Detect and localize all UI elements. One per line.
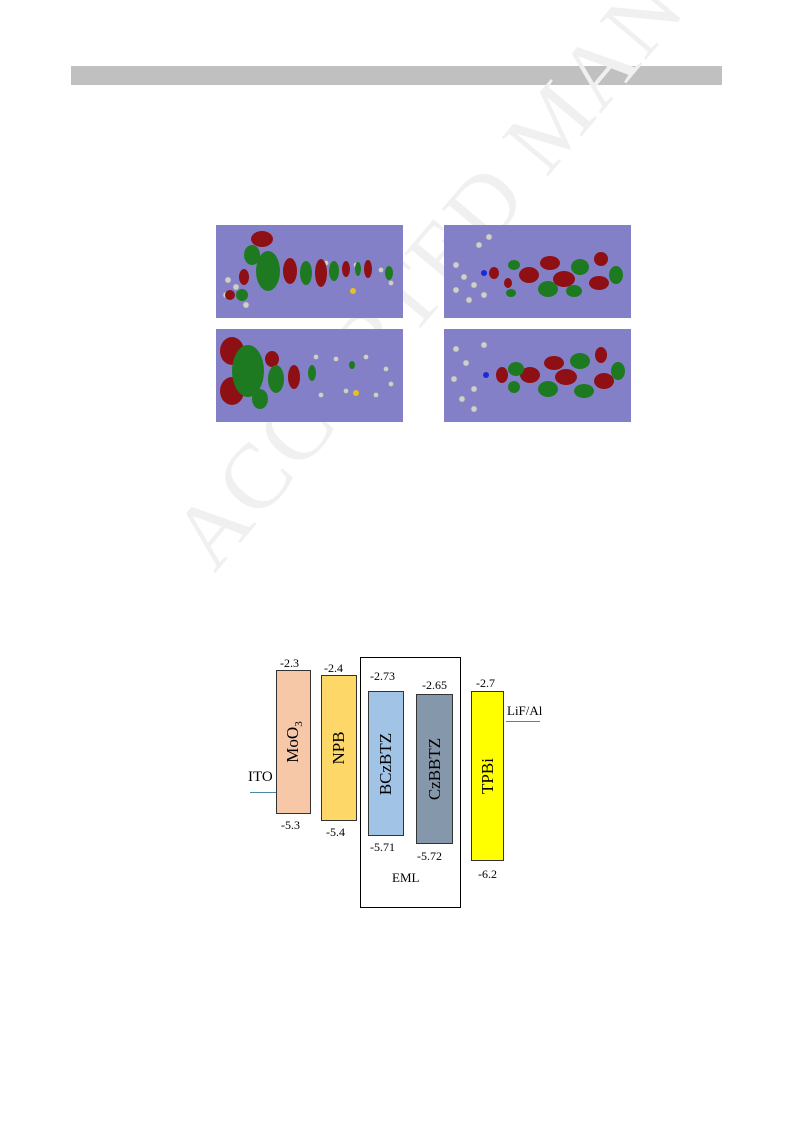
bczbtz-label: BCzBTZ <box>376 732 395 795</box>
eml-label: EML <box>392 870 420 885</box>
orbital-svg-bottom-right <box>450 341 625 413</box>
npb-homo: -5.4 <box>326 825 345 839</box>
npb-lumo: -2.4 <box>324 661 343 675</box>
tpbi-label: TPBi <box>477 758 497 794</box>
orbital-svg-top-right <box>452 233 623 304</box>
cathode-label: LiF/Al <box>507 703 543 718</box>
orbital-image-top-right <box>444 225 631 318</box>
czbbtz-homo: -5.72 <box>417 849 442 863</box>
czbbtz-lumo: -2.65 <box>422 678 447 692</box>
bczbtz-homo: -5.71 <box>370 840 395 854</box>
bczbtz-bar: BCzBTZ <box>368 691 404 836</box>
ito-line <box>250 792 276 793</box>
orbital-image-top-left <box>216 225 403 318</box>
tpbi-lumo: -2.7 <box>476 676 495 690</box>
moo3-homo: -5.3 <box>281 818 300 832</box>
orbital-image-bottom-right <box>444 329 631 422</box>
moo3-lumo: -2.3 <box>280 656 299 670</box>
npb-bar: NPB <box>321 675 357 821</box>
eml-box <box>360 657 461 908</box>
czbbtz-label: CzBBTZ <box>424 737 444 801</box>
tpbi-homo: -6.2 <box>478 867 497 881</box>
header-bar <box>71 66 722 85</box>
orbital-image-bottom-left <box>216 329 403 422</box>
cathode-line <box>506 721 540 722</box>
bczbtz-lumo: -2.73 <box>370 669 395 683</box>
czbbtz-bar: CzBBTZ <box>416 694 453 844</box>
orbital-svg-bottom-left <box>220 337 394 409</box>
npb-label: NPB <box>329 731 348 765</box>
orbital-svg-top-left <box>222 231 394 309</box>
moo3-label: MoO3 <box>282 721 305 763</box>
tpbi-bar: TPBi <box>471 691 504 861</box>
ito-label: ITO <box>248 769 273 785</box>
moo3-bar: MoO3 <box>276 670 311 814</box>
